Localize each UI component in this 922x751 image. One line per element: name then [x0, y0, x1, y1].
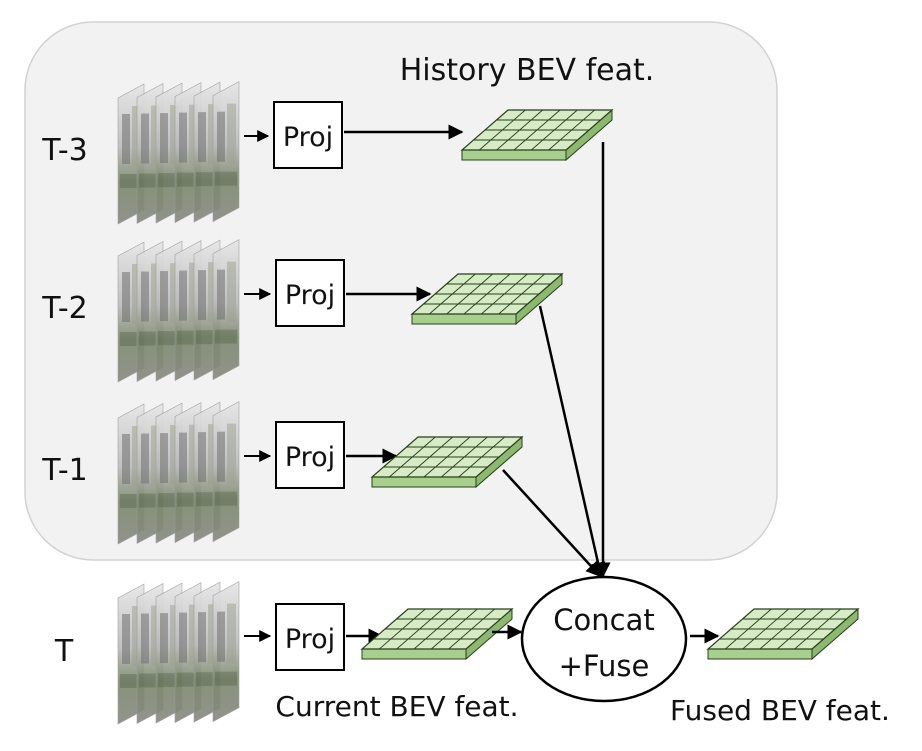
concat-label: Concat [553, 603, 654, 637]
camera-stack-t-3 [117, 81, 240, 225]
proj-box-t-2: Proj [275, 259, 345, 327]
bev-grid-current [360, 607, 514, 661]
bev-grid-t-3 [460, 108, 614, 162]
proj-label-t-2: Proj [285, 280, 335, 311]
fused-bev-caption: Fused BEV feat. [670, 694, 890, 727]
proj-box-t-3: Proj [273, 101, 343, 169]
concat-fuse-node: Concat +Fuse [520, 575, 688, 703]
fuse-label: +Fuse [559, 649, 650, 683]
proj-label-t-1: Proj [285, 442, 335, 473]
time-label-t-3: T-3 [41, 133, 87, 168]
proj-label-t-3: Proj [283, 122, 333, 153]
bev-grid-t-1 [370, 435, 524, 489]
camera-stack-t [117, 581, 240, 725]
arrow-history-t-2-to-fuse [538, 305, 606, 578]
time-label-t: T [54, 634, 74, 669]
time-label-t-1: T-1 [41, 453, 87, 488]
bev-grid-t-2 [410, 272, 564, 326]
camera-stack-t-2 [117, 239, 240, 383]
arrow-history-t-1-to-fuse [502, 469, 602, 578]
current-bev-caption: Current BEV feat. [275, 690, 518, 723]
history-bev-title: History BEV feat. [400, 53, 655, 88]
proj-box-t: Proj [275, 603, 345, 671]
proj-box-t-1: Proj [275, 421, 345, 489]
bev-grid-fused [706, 607, 860, 661]
time-label-t-2: T-2 [41, 291, 87, 326]
camera-stack-t-1 [117, 401, 240, 545]
proj-label-t: Proj [285, 624, 335, 655]
